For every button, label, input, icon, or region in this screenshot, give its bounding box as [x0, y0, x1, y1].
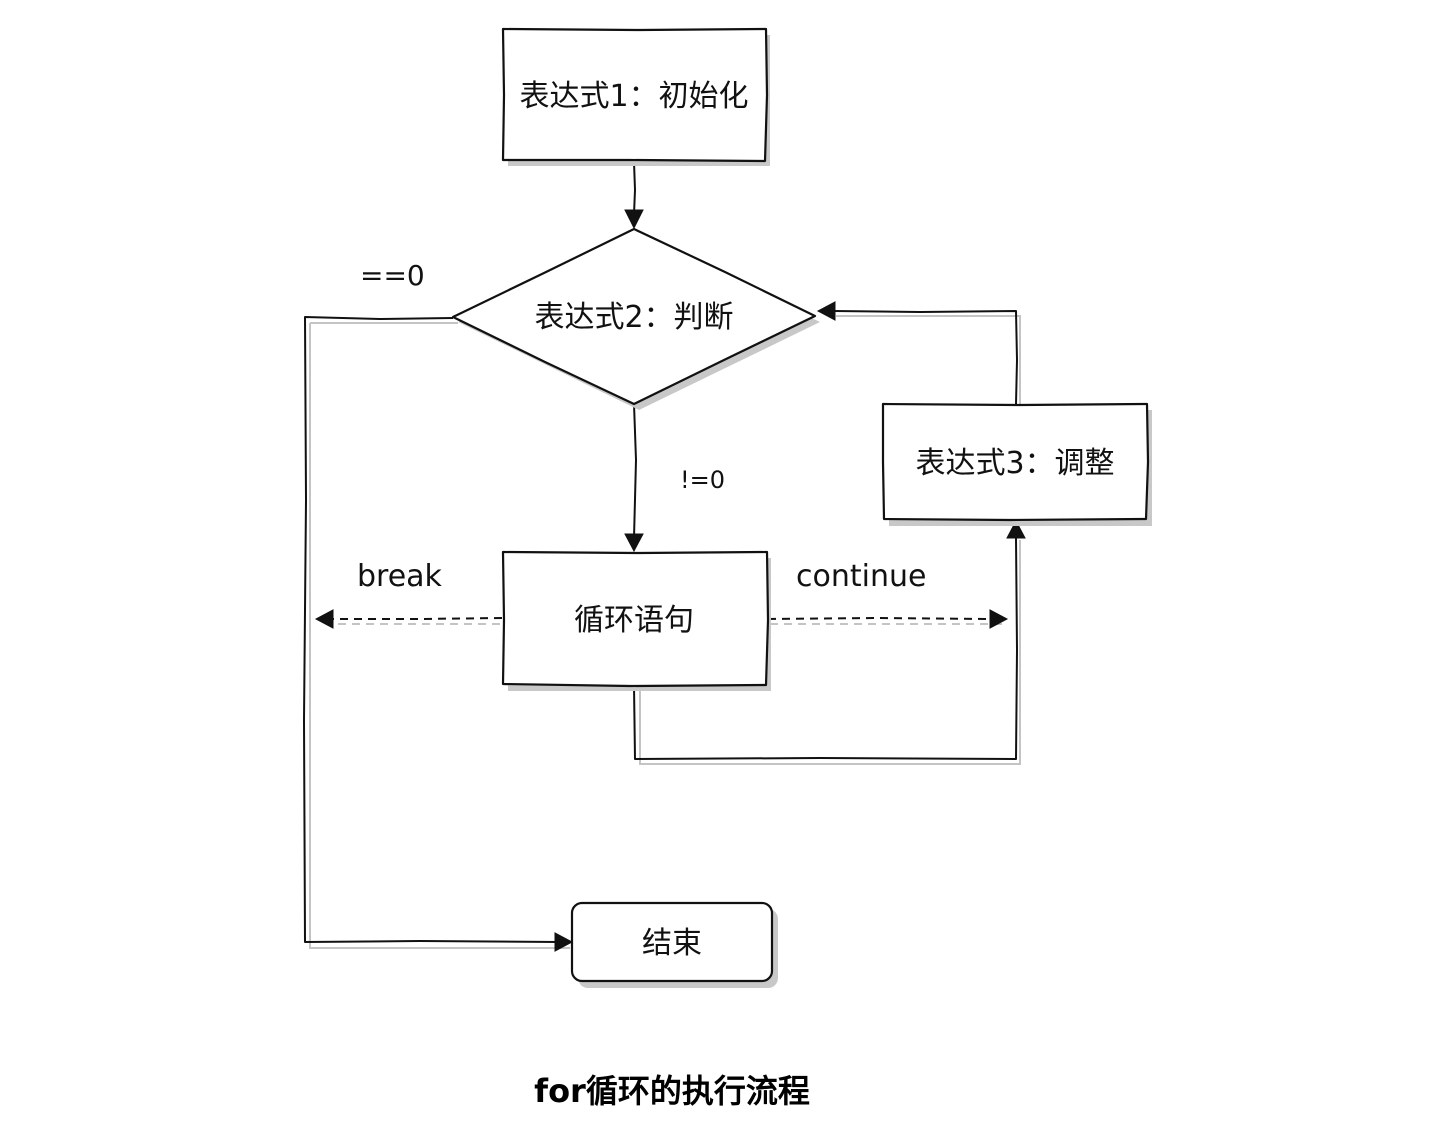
- arrowhead-down-icon: [624, 209, 644, 230]
- arrowhead-left-icon: [816, 301, 836, 321]
- edge-break: [314, 609, 503, 629]
- node-end-label: 结束: [642, 926, 702, 961]
- node-judge: 表达式2：判断: [451, 227, 820, 410]
- node-body-label: 循环语句: [574, 603, 694, 638]
- edge-label-true: !=0: [680, 466, 725, 494]
- diagram-caption: for循环的执行流程: [534, 1072, 810, 1110]
- arrowhead-left-icon: [314, 609, 334, 629]
- edge-judge-to-end: [303, 316, 574, 952]
- arrowhead-right-icon: [554, 932, 574, 952]
- node-init-label: 表达式1：初始化: [519, 79, 748, 114]
- edge-body-to-adjust: [633, 519, 1026, 765]
- edge-judge-to-body: [624, 403, 644, 553]
- edge-label-continue: continue: [796, 559, 926, 594]
- arrowhead-right-icon: [989, 609, 1009, 629]
- node-judge-label: 表达式2：判断: [534, 300, 733, 335]
- node-init: 表达式1：初始化: [501, 27, 770, 166]
- node-end: 结束: [570, 901, 778, 988]
- node-adjust: 表达式3：调整: [881, 402, 1152, 526]
- edge-label-break: break: [357, 559, 443, 594]
- node-adjust-label: 表达式3：调整: [915, 446, 1114, 481]
- edge-label-false: ==0: [360, 259, 425, 292]
- arrowhead-up-icon: [1006, 519, 1026, 539]
- edge-init-to-judge: [624, 161, 644, 230]
- node-body: 循环语句: [501, 550, 771, 691]
- arrowhead-down-icon: [624, 533, 644, 553]
- edge-continue: [767, 609, 1009, 629]
- edge-adjust-to-judge: [816, 301, 1021, 406]
